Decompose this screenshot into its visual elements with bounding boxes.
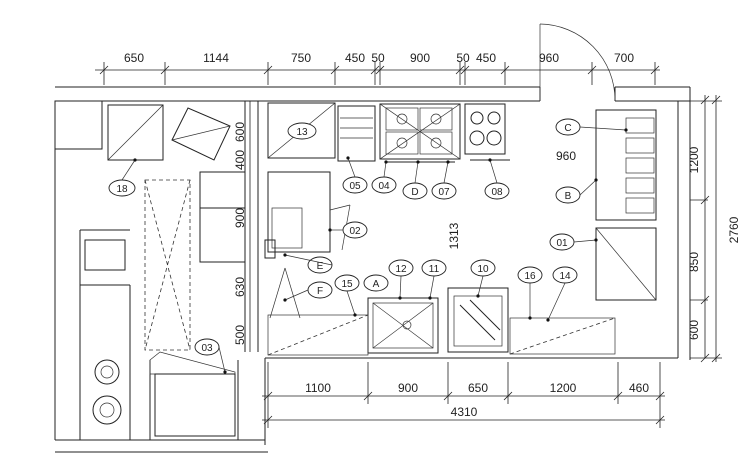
tag-14: 14	[559, 271, 571, 282]
tag-07: 07	[438, 187, 450, 198]
left-dimension-3: 900	[233, 208, 247, 228]
tag-15: 15	[341, 279, 353, 290]
top-dimension-4: 450	[345, 51, 365, 65]
right-total-dimension: 2760	[727, 216, 741, 243]
top-dimension-1: 650	[124, 51, 144, 65]
tag-D: D	[411, 187, 418, 198]
tag-03: 03	[201, 343, 213, 354]
tag-18: 18	[116, 184, 128, 195]
bottom-dimension-5: 460	[629, 381, 649, 395]
right-dimension-2: 850	[687, 252, 701, 272]
bottom-dimension-3: 650	[468, 381, 488, 395]
tag-E: E	[317, 261, 324, 272]
walls	[54, 23, 691, 453]
tag-08: 08	[491, 187, 503, 198]
top-dimension-3: 750	[291, 51, 311, 65]
tag-10: 10	[477, 264, 489, 275]
left-dimension-5: 500	[233, 325, 247, 345]
inner-dimension-960: 960	[556, 149, 576, 163]
tag-A: A	[373, 279, 380, 290]
top-dimension-8: 450	[476, 51, 496, 65]
tag-B: B	[565, 191, 572, 202]
leader-lines	[121, 126, 628, 374]
tag-C: C	[564, 123, 571, 134]
bottom-dimension-1: 1100	[305, 381, 331, 395]
left-dimension-4: 630	[233, 277, 247, 297]
tag-02: 02	[349, 226, 361, 237]
top-dimension-7: 50	[456, 51, 470, 65]
left-dimension-2: 400	[233, 150, 247, 170]
top-dimension-2: 1144	[203, 51, 229, 65]
inner-dimension-1313: 1313	[447, 222, 461, 249]
equipment-tags	[108, 118, 581, 356]
right-dimension-line	[690, 95, 722, 363]
top-dimension-line	[95, 62, 660, 85]
right-dimension-1: 1200	[687, 146, 701, 173]
top-dimension-5: 50	[371, 51, 385, 65]
bottom-dimension-2: 900	[398, 381, 418, 395]
tag-12: 12	[395, 264, 407, 275]
tag-01: 01	[556, 238, 568, 249]
bottom-dimension-line	[262, 362, 665, 428]
top-dimension-6: 900	[410, 51, 430, 65]
top-dimension-10: 700	[614, 51, 634, 65]
top-dimension-9: 960	[539, 51, 559, 65]
bottom-dimension-4: 1200	[550, 381, 577, 395]
left-dimension-1: 600	[233, 122, 247, 142]
tag-11: 11	[429, 264, 440, 275]
equipment	[80, 102, 657, 440]
tag-F: F	[317, 286, 323, 297]
tag-13: 13	[296, 127, 308, 138]
tag-05: 05	[349, 181, 361, 192]
right-dimension-3: 600	[687, 320, 701, 340]
bottom-total-dimension: 4310	[451, 405, 478, 419]
tag-16: 16	[524, 271, 536, 282]
tag-04: 04	[378, 181, 390, 192]
